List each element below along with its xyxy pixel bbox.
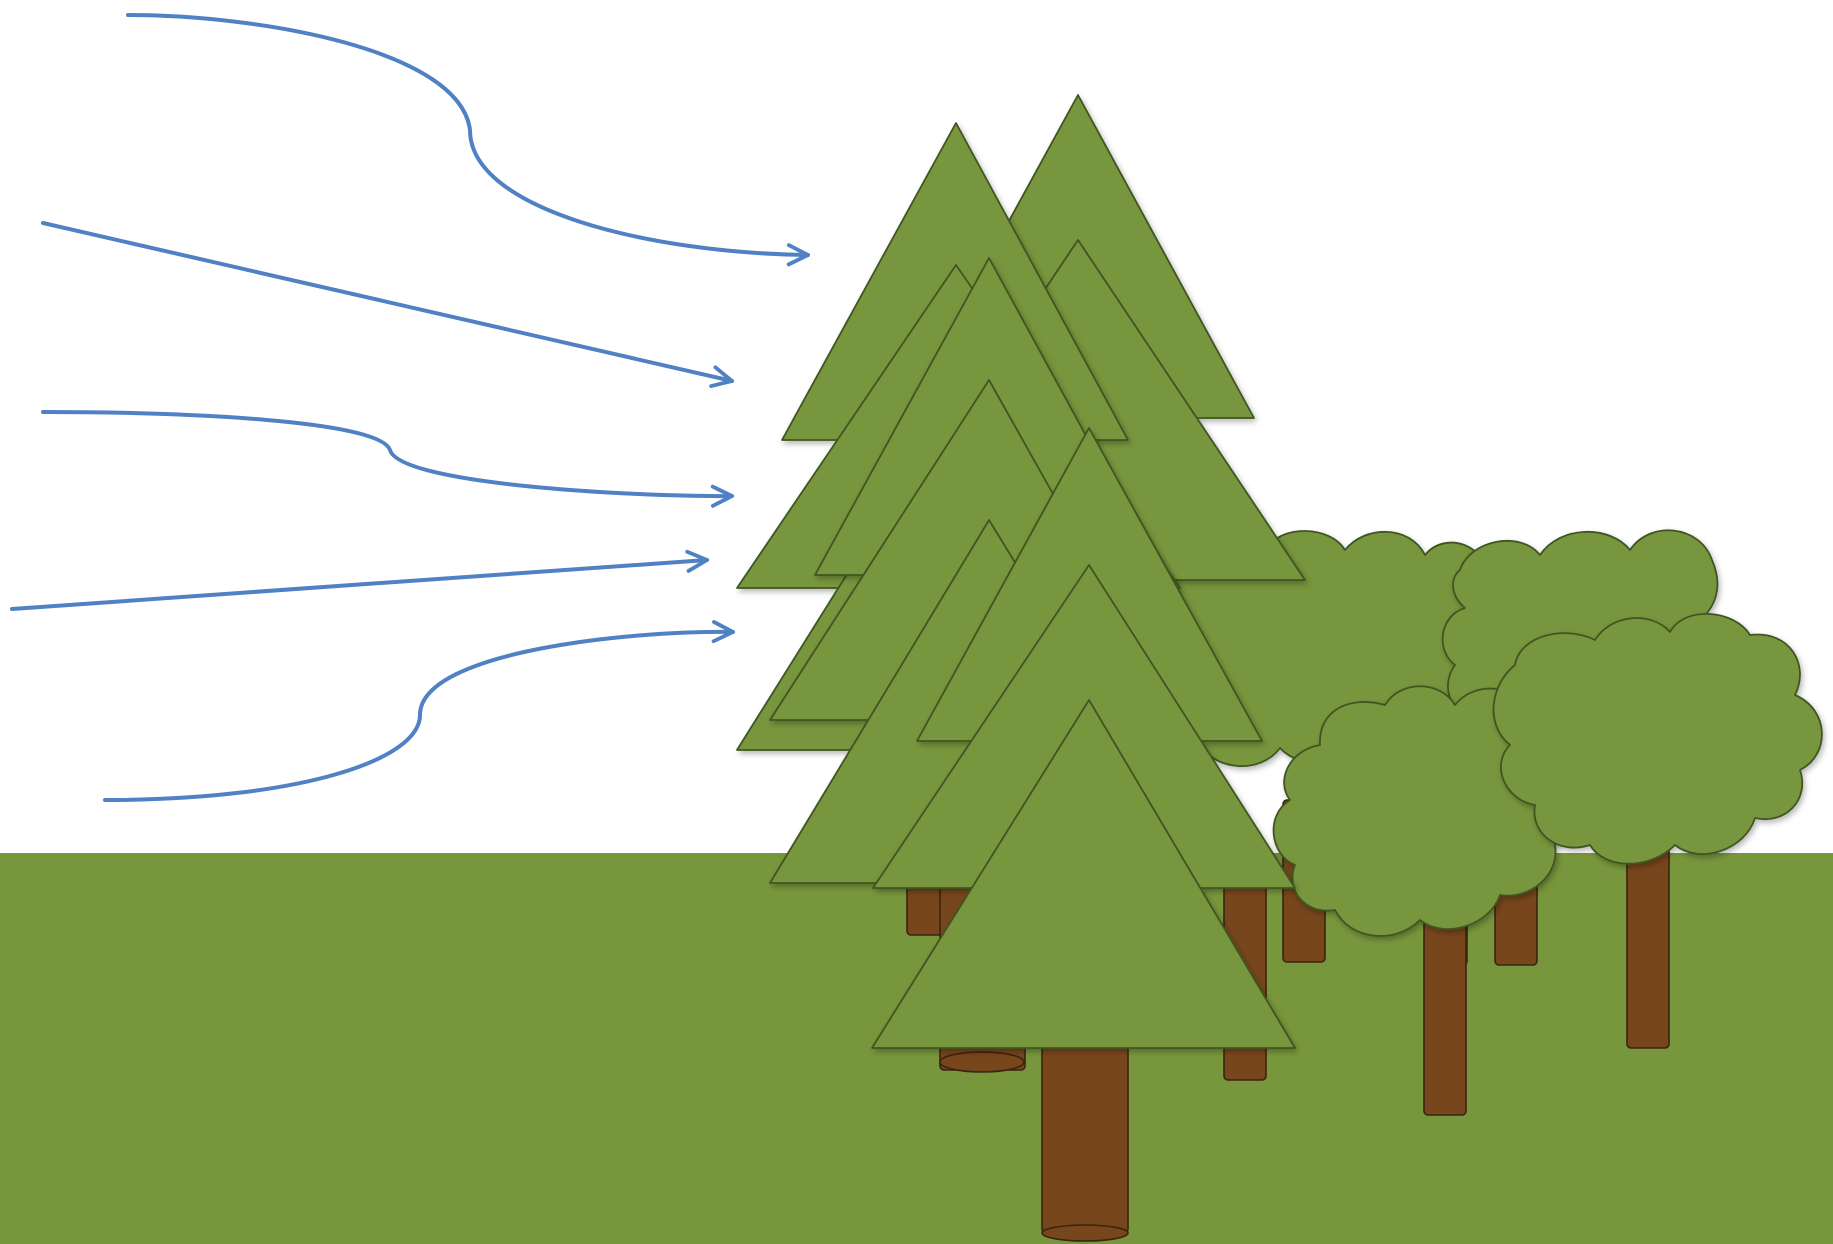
- trunk-base: [940, 1052, 1024, 1072]
- trunk: [1424, 900, 1466, 1115]
- trunk-base: [1042, 1225, 1128, 1241]
- trunk: [1042, 1020, 1128, 1233]
